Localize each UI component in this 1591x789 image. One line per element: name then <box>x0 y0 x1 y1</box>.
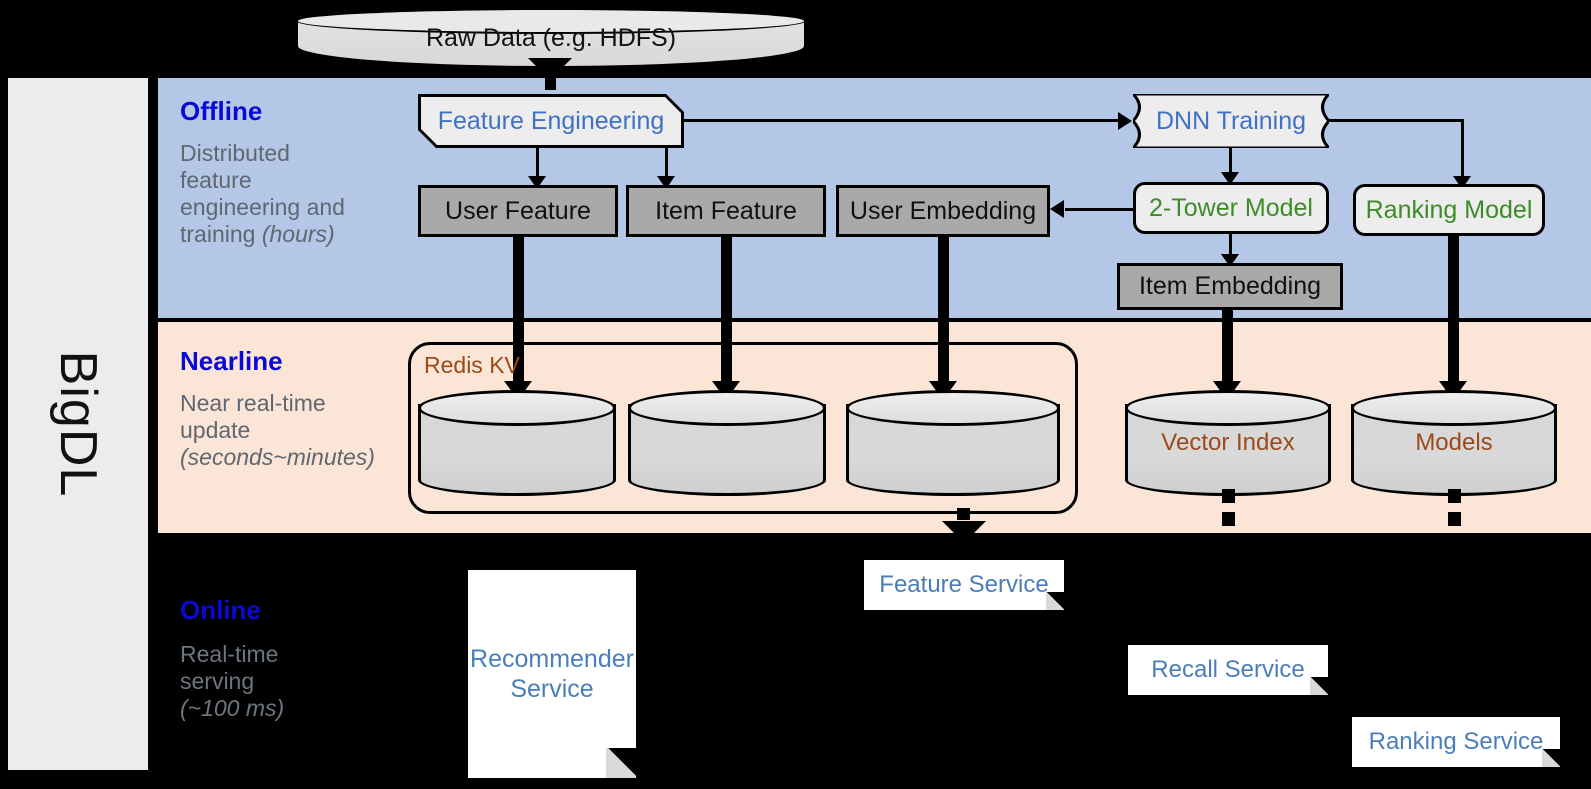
offline-sub-l3: engineering and <box>180 193 345 220</box>
two-tower-model-node[interactable]: 2-Tower Model <box>1133 182 1329 234</box>
raw-data-top-ellipse <box>296 8 806 34</box>
item-feature-label: Item Feature <box>655 196 797 225</box>
redis-2-top-ellipse <box>628 390 826 426</box>
redis-datastore-user-embedding[interactable] <box>846 390 1060 496</box>
dnn-training-label: DNN Training <box>1155 106 1307 135</box>
edge-redis-to-featureservice-arrowhead <box>942 521 986 543</box>
recommender-service-label: Recommender Service <box>470 645 634 703</box>
raw-data-label: Raw Data (e.g. HDFS) <box>425 23 677 52</box>
redis-1-top-ellipse <box>418 390 616 426</box>
recall-service-fold-icon <box>1310 677 1328 695</box>
offline-band-title: Offline <box>180 96 263 126</box>
feature-engineering-node[interactable]: Feature Engineering <box>418 94 684 148</box>
models-datastore[interactable]: Models <box>1351 390 1557 496</box>
models-top-ellipse <box>1351 390 1557 426</box>
online-sub-l1: Real-time <box>180 641 279 667</box>
ranking-service-label: Ranking Service <box>1368 728 1544 755</box>
offline-sub-l4: training <box>180 220 262 247</box>
nearline-band-title: Nearline <box>180 346 283 376</box>
user-feature-node[interactable]: User Feature <box>418 185 618 237</box>
redis-datastore-user-feature[interactable] <box>418 390 616 496</box>
feature-engineering-label: Feature Engineering <box>437 106 665 135</box>
edge-twotower-to-userembedding-arrowhead <box>1050 200 1064 218</box>
redis-datastore-item-feature[interactable] <box>628 390 826 496</box>
vector-index-top-ellipse <box>1125 390 1331 426</box>
ranking-model-label: Ranking Model <box>1365 195 1533 224</box>
offline-band: Offline Distributed feature engineering … <box>158 78 1591 318</box>
edge-fe-to-dnn <box>684 119 1119 122</box>
feature-service-node[interactable]: Feature Service <box>864 560 1064 610</box>
edge-rankingmodel-to-models <box>1448 236 1459 385</box>
edge-dnn-to-twotower <box>1229 148 1232 176</box>
user-embedding-label: User Embedding <box>849 196 1037 225</box>
edge-rawdata-to-fe-arrowhead <box>528 58 572 80</box>
recommender-service-node[interactable]: Recommender Service <box>468 570 636 778</box>
edge-itememb-to-vectorindex <box>1222 310 1233 385</box>
recommender-service-fold-icon <box>606 748 636 778</box>
edge-models-to-ranking-seg2 <box>1448 512 1461 526</box>
item-feature-node[interactable]: Item Feature <box>626 185 826 237</box>
redis-3-top-ellipse <box>846 390 1060 426</box>
edge-dnn-to-ranking-v <box>1461 119 1464 179</box>
online-sub-italic: (~100 ms) <box>180 694 285 721</box>
online-sub-l2: serving <box>180 667 255 694</box>
vector-index-datastore[interactable]: Vector Index <box>1125 390 1331 496</box>
user-embedding-node[interactable]: User Embedding <box>836 185 1050 237</box>
online-band-subtitle: Real-time serving (~100 ms) <box>180 641 410 722</box>
ranking-service-fold-icon <box>1542 749 1560 767</box>
edge-twotower-to-userembedding <box>1065 208 1135 211</box>
ranking-model-node[interactable]: Ranking Model <box>1353 184 1545 236</box>
nearline-sub-italic: (seconds~minutes) <box>180 443 375 470</box>
feature-service-fold-icon <box>1046 592 1064 610</box>
offline-sub-l1: Distributed <box>180 140 290 166</box>
feature-engineering-face: Feature Engineering <box>421 97 681 145</box>
raw-data-datastore[interactable]: Raw Data (e.g. HDFS) <box>296 8 806 68</box>
redis-kv-label: Redis KV <box>424 352 520 378</box>
vector-index-label: Vector Index <box>1161 429 1295 456</box>
edge-redis-to-featureservice-seg1 <box>957 508 970 520</box>
two-tower-model-label: 2-Tower Model <box>1149 193 1313 222</box>
bigdl-label: BigDL <box>49 350 107 498</box>
edge-userembedding-to-redis3 <box>938 237 949 385</box>
edge-fe-to-userfeature <box>536 148 539 180</box>
feature-service-label: Feature Service <box>879 571 1049 598</box>
edge-itemfeature-to-redis2 <box>721 237 732 385</box>
bigdl-framework-panel: BigDL <box>8 78 148 770</box>
offline-sub-italic: (hours) <box>261 220 335 247</box>
edge-fe-to-dnn-arrowhead <box>1118 112 1132 130</box>
dnn-training-node[interactable]: DNN Training <box>1129 92 1333 150</box>
ranking-service-node[interactable]: Ranking Service <box>1352 717 1560 767</box>
online-band-title: Online <box>180 595 261 625</box>
item-embedding-node[interactable]: Item Embedding <box>1117 263 1343 310</box>
edge-vectorindex-to-recall-seg2 <box>1222 512 1235 526</box>
edge-dnn-to-ranking-h <box>1329 119 1464 122</box>
edge-models-to-ranking-seg1 <box>1448 489 1461 503</box>
offline-sub-l2: feature <box>180 166 252 193</box>
models-label: Models <box>1415 429 1493 456</box>
edge-vectorindex-to-recall-seg1 <box>1222 489 1235 503</box>
redis-kv-group <box>408 342 1078 514</box>
nearline-sub-l1: Near real-time <box>180 390 326 416</box>
user-feature-label: User Feature <box>445 196 591 225</box>
nearline-band-subtitle: Near real-time update (seconds~minutes) <box>180 390 420 471</box>
edge-twotower-to-itememb <box>1229 234 1232 258</box>
edge-userfeature-to-redis1 <box>513 237 524 385</box>
edge-fe-to-itemfeature <box>665 148 668 180</box>
edge-dnn-to-twotower-arrowhead <box>1221 172 1239 185</box>
item-embedding-label: Item Embedding <box>1138 272 1322 300</box>
nearline-sub-l2: update <box>180 416 251 443</box>
recall-service-label: Recall Service <box>1151 656 1305 683</box>
offline-band-subtitle: Distributed feature engineering and trai… <box>180 140 395 248</box>
recall-service-node[interactable]: Recall Service <box>1128 645 1328 695</box>
